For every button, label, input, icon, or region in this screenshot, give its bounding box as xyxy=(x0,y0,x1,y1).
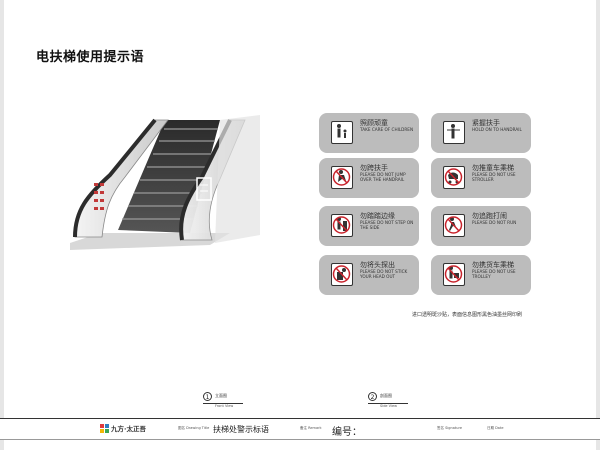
adult-child-icon xyxy=(331,121,353,144)
view-underline xyxy=(203,403,243,404)
sign-zh: 勿推童车乘梯 xyxy=(472,164,514,172)
view-underline xyxy=(368,403,408,404)
sign-zh: 勿携货车乘梯 xyxy=(472,261,514,269)
no-stroller-icon xyxy=(443,166,465,189)
sign-zh: 照顾顽童 xyxy=(360,119,388,127)
drawing-number-label: 编号： xyxy=(332,427,362,438)
sign-no-step-side: 勿踏踏边缘 PLEASE DO NOT STEP ON THE SIDE xyxy=(319,206,419,246)
sign-zh: 勿跨扶手 xyxy=(360,164,388,172)
sign-no-head-out: 勿将头探出 PLEASE DO NOT STICK YOUR HEAD OUT xyxy=(319,255,419,295)
page-title: 电扶梯使用提示语 xyxy=(36,50,145,65)
sign-en: PLEASE DO NOT USE STROLLER xyxy=(472,172,516,183)
no-trolley-icon xyxy=(443,263,465,286)
date-label: 日期 Date xyxy=(487,426,504,430)
logo-square xyxy=(100,424,104,428)
view-marker-front: 1 立面图 Front View xyxy=(203,392,243,408)
sign-no-trolley: 勿携货车乘梯 PLEASE DO NOT USE TROLLEY xyxy=(431,255,531,295)
view-number: 2 xyxy=(368,392,377,401)
sign-en: PLEASE DO NOT STEP ON THE SIDE xyxy=(360,220,414,231)
view-label: 立面图 xyxy=(215,393,227,398)
view-number: 1 xyxy=(203,392,212,401)
sign-no-run: 勿追跑打闹 PLEASE DO NOT RUN xyxy=(431,206,531,246)
sign-zh: 勿追跑打闹 xyxy=(472,212,507,220)
material-note: 进口透明斑沙贴，表面信息图形黑色油墨丝网印刷 xyxy=(412,312,523,318)
sign-en: TAKE CARE OF CHILDREN xyxy=(360,127,414,132)
no-jump-icon xyxy=(331,166,353,189)
sign-zh: 紧握扶手 xyxy=(472,119,500,127)
sign-en: PLEASE DO NOT RUN xyxy=(472,220,517,225)
sign-en: PLEASE DO NOT JUMP OVER THE HANDRAIL xyxy=(360,172,406,183)
drawing-title-label: 图名 Drawing Title xyxy=(178,426,210,430)
view-label: 剖面图 xyxy=(380,393,392,398)
hold-handrail-icon xyxy=(443,121,465,144)
sign-en: PLEASE DO NOT USE TROLLEY xyxy=(472,269,516,280)
no-head-out-icon xyxy=(331,263,353,286)
escalator-illustration xyxy=(70,115,260,250)
logo-text: 九方·太正吾 xyxy=(111,425,146,433)
logo-square xyxy=(105,424,109,428)
no-step-side-icon xyxy=(331,214,353,237)
company-logo: 九方·太正吾 xyxy=(100,423,148,433)
sign-zh: 勿踏踏边缘 xyxy=(360,212,395,220)
view-marker-side: 2 剖面图 Side View xyxy=(368,392,408,408)
logo-square xyxy=(105,429,109,433)
sign-en: PLEASE DO NOT STICK YOUR HEAD OUT xyxy=(360,269,408,280)
sign-zh: 勿将头探出 xyxy=(360,261,395,269)
sign-take-care-children: 照顾顽童 TAKE CARE OF CHILDREN xyxy=(319,113,419,153)
sign-hold-handrail: 紧握扶手 HOLD ON TO HANDRAIL xyxy=(431,113,531,153)
view-sublabel: Side View xyxy=(380,404,397,408)
title-block xyxy=(0,418,600,440)
drawing-title: 扶梯处警示标语 xyxy=(213,425,269,434)
no-run-icon xyxy=(443,214,465,237)
sign-no-stroller: 勿推童车乘梯 PLEASE DO NOT USE STROLLER xyxy=(431,158,531,198)
sign-no-jump-handrail: 勿跨扶手 PLEASE DO NOT JUMP OVER THE HANDRAI… xyxy=(319,158,419,198)
view-sublabel: Front View xyxy=(215,404,234,408)
logo-square xyxy=(100,429,104,433)
sign-en: HOLD ON TO HANDRAIL xyxy=(472,127,522,132)
remark-label: 备注 Remark xyxy=(300,426,322,430)
signature-label: 签名 Signature xyxy=(437,426,462,430)
